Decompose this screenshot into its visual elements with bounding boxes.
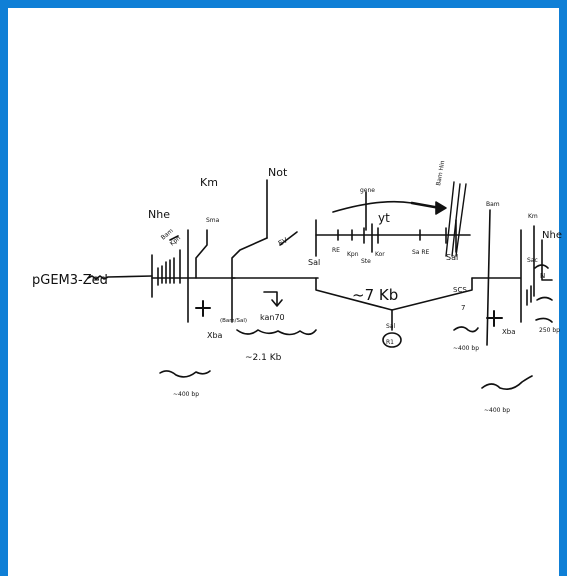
label-n-right: N (540, 272, 545, 280)
label-sal-bottom: Sal (386, 323, 395, 330)
label-sal-right: Sal (446, 253, 458, 262)
labels: pGEM3-Zed Nhe Bam Kpn Sma Km Not EV Xba … (32, 160, 562, 414)
label-sa-re: Sa RE (412, 249, 430, 256)
label-kpn-mid: Kpn (347, 251, 359, 258)
label-kan: kan70 (260, 313, 285, 322)
label-sac: Sac (527, 257, 538, 264)
label-size-7: ~7 Kb (352, 286, 398, 304)
label-km-left: Km (200, 176, 218, 189)
label-plasmid: pGEM3-Zed (32, 273, 108, 288)
label-r1: R1 (386, 339, 394, 346)
label-ste: Ste (361, 258, 371, 265)
label-xba-left: Xba (207, 331, 223, 340)
label-ev: EV (277, 236, 289, 248)
label-bam-sal: (Bam/Sal) (220, 318, 247, 324)
label-nhe-right: Nhe (542, 230, 562, 241)
label-bam-right: Bam (486, 201, 500, 208)
label-xba-right: Xba (502, 328, 516, 336)
label-sma-left: Sma (206, 217, 220, 224)
right-backbone (454, 210, 552, 389)
left-backbone (88, 230, 235, 322)
label-nhe-left: Nhe (148, 208, 170, 221)
label-scs7: 7 (461, 304, 465, 312)
label-km-right: Km (528, 213, 538, 220)
label-sal-left: Sal (308, 258, 320, 267)
label-scs: SCS (453, 286, 467, 294)
label-bam-top: Bam Hin (435, 160, 446, 187)
label-size-21: ~2.1 Kb (245, 353, 282, 363)
label-gene-top: gene (360, 187, 375, 194)
label-size-400-right: ~400 bp (484, 407, 510, 414)
label-kpn-left: Kpn (169, 235, 182, 248)
label-size-400-left: ~400 bp (173, 391, 199, 398)
label-ytplus: yt (378, 211, 390, 225)
label-kor: Kor (375, 251, 385, 258)
label-re: RE (332, 247, 340, 254)
label-not: Not (268, 166, 288, 179)
label-size-400-mid: ~400 bp (453, 345, 479, 352)
label-size-250: 250 bp (539, 327, 560, 334)
